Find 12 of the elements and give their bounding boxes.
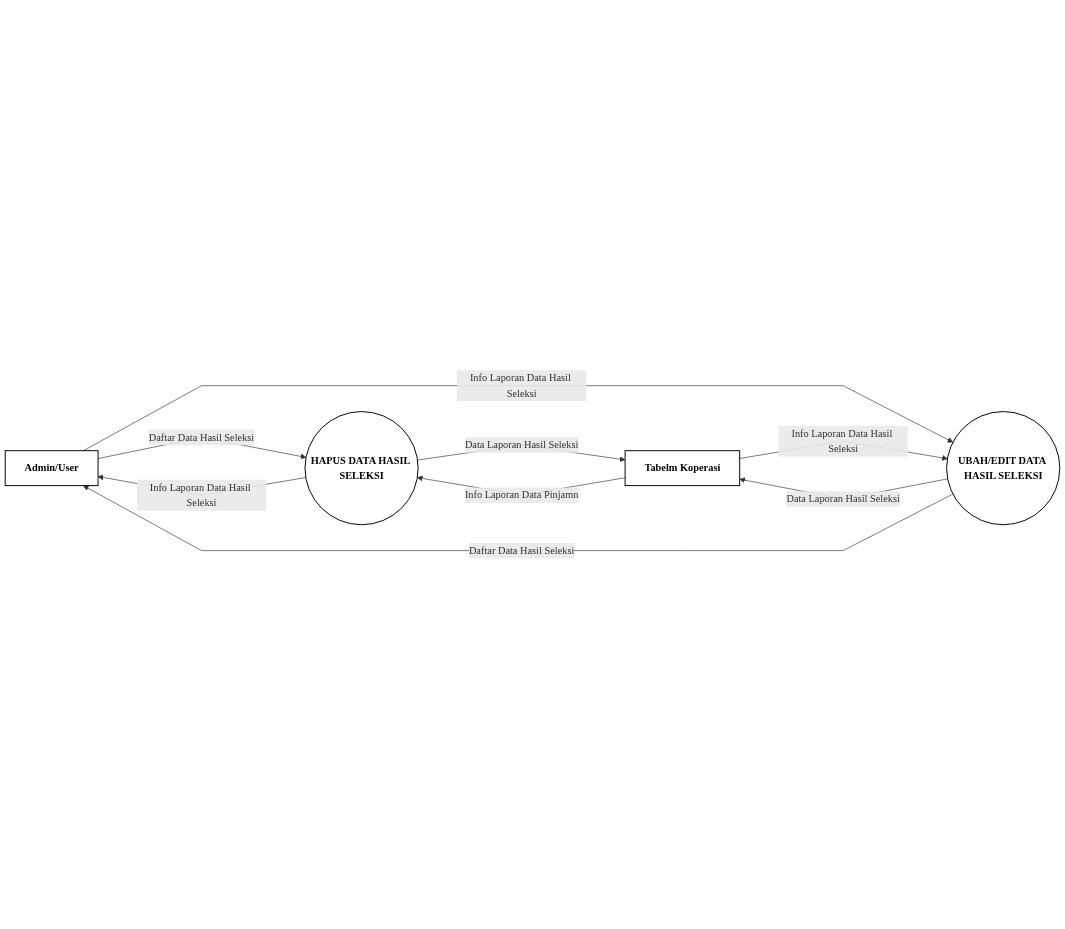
edge-label: Daftar Data Hasil Seleksi: [148, 431, 255, 443]
node-box: Admin/User: [4, 450, 99, 487]
edge-label: Info Laporan Data Pinjamn: [464, 489, 579, 501]
edge-label: Data Laporan Hasil Seleksi: [464, 439, 579, 451]
edge-label: Info Laporan Data Hasil Seleksi: [149, 481, 251, 509]
edge-label: Info Laporan Data Hasil Seleksi: [791, 427, 893, 455]
edge-label: Daftar Data Hasil Seleksi: [468, 545, 575, 557]
edge-label: Info Laporan Data Hasil Seleksi: [469, 372, 571, 399]
node-circle: HAPUS DATA HASIL SELEKSI: [304, 411, 419, 526]
node-circle: UBAH/EDIT DATA HASIL SELEKSI: [946, 411, 1061, 526]
node-box: Tabelm Koperasi: [624, 450, 741, 487]
edge-label: Data Laporan Hasil Seleksi: [786, 493, 900, 505]
